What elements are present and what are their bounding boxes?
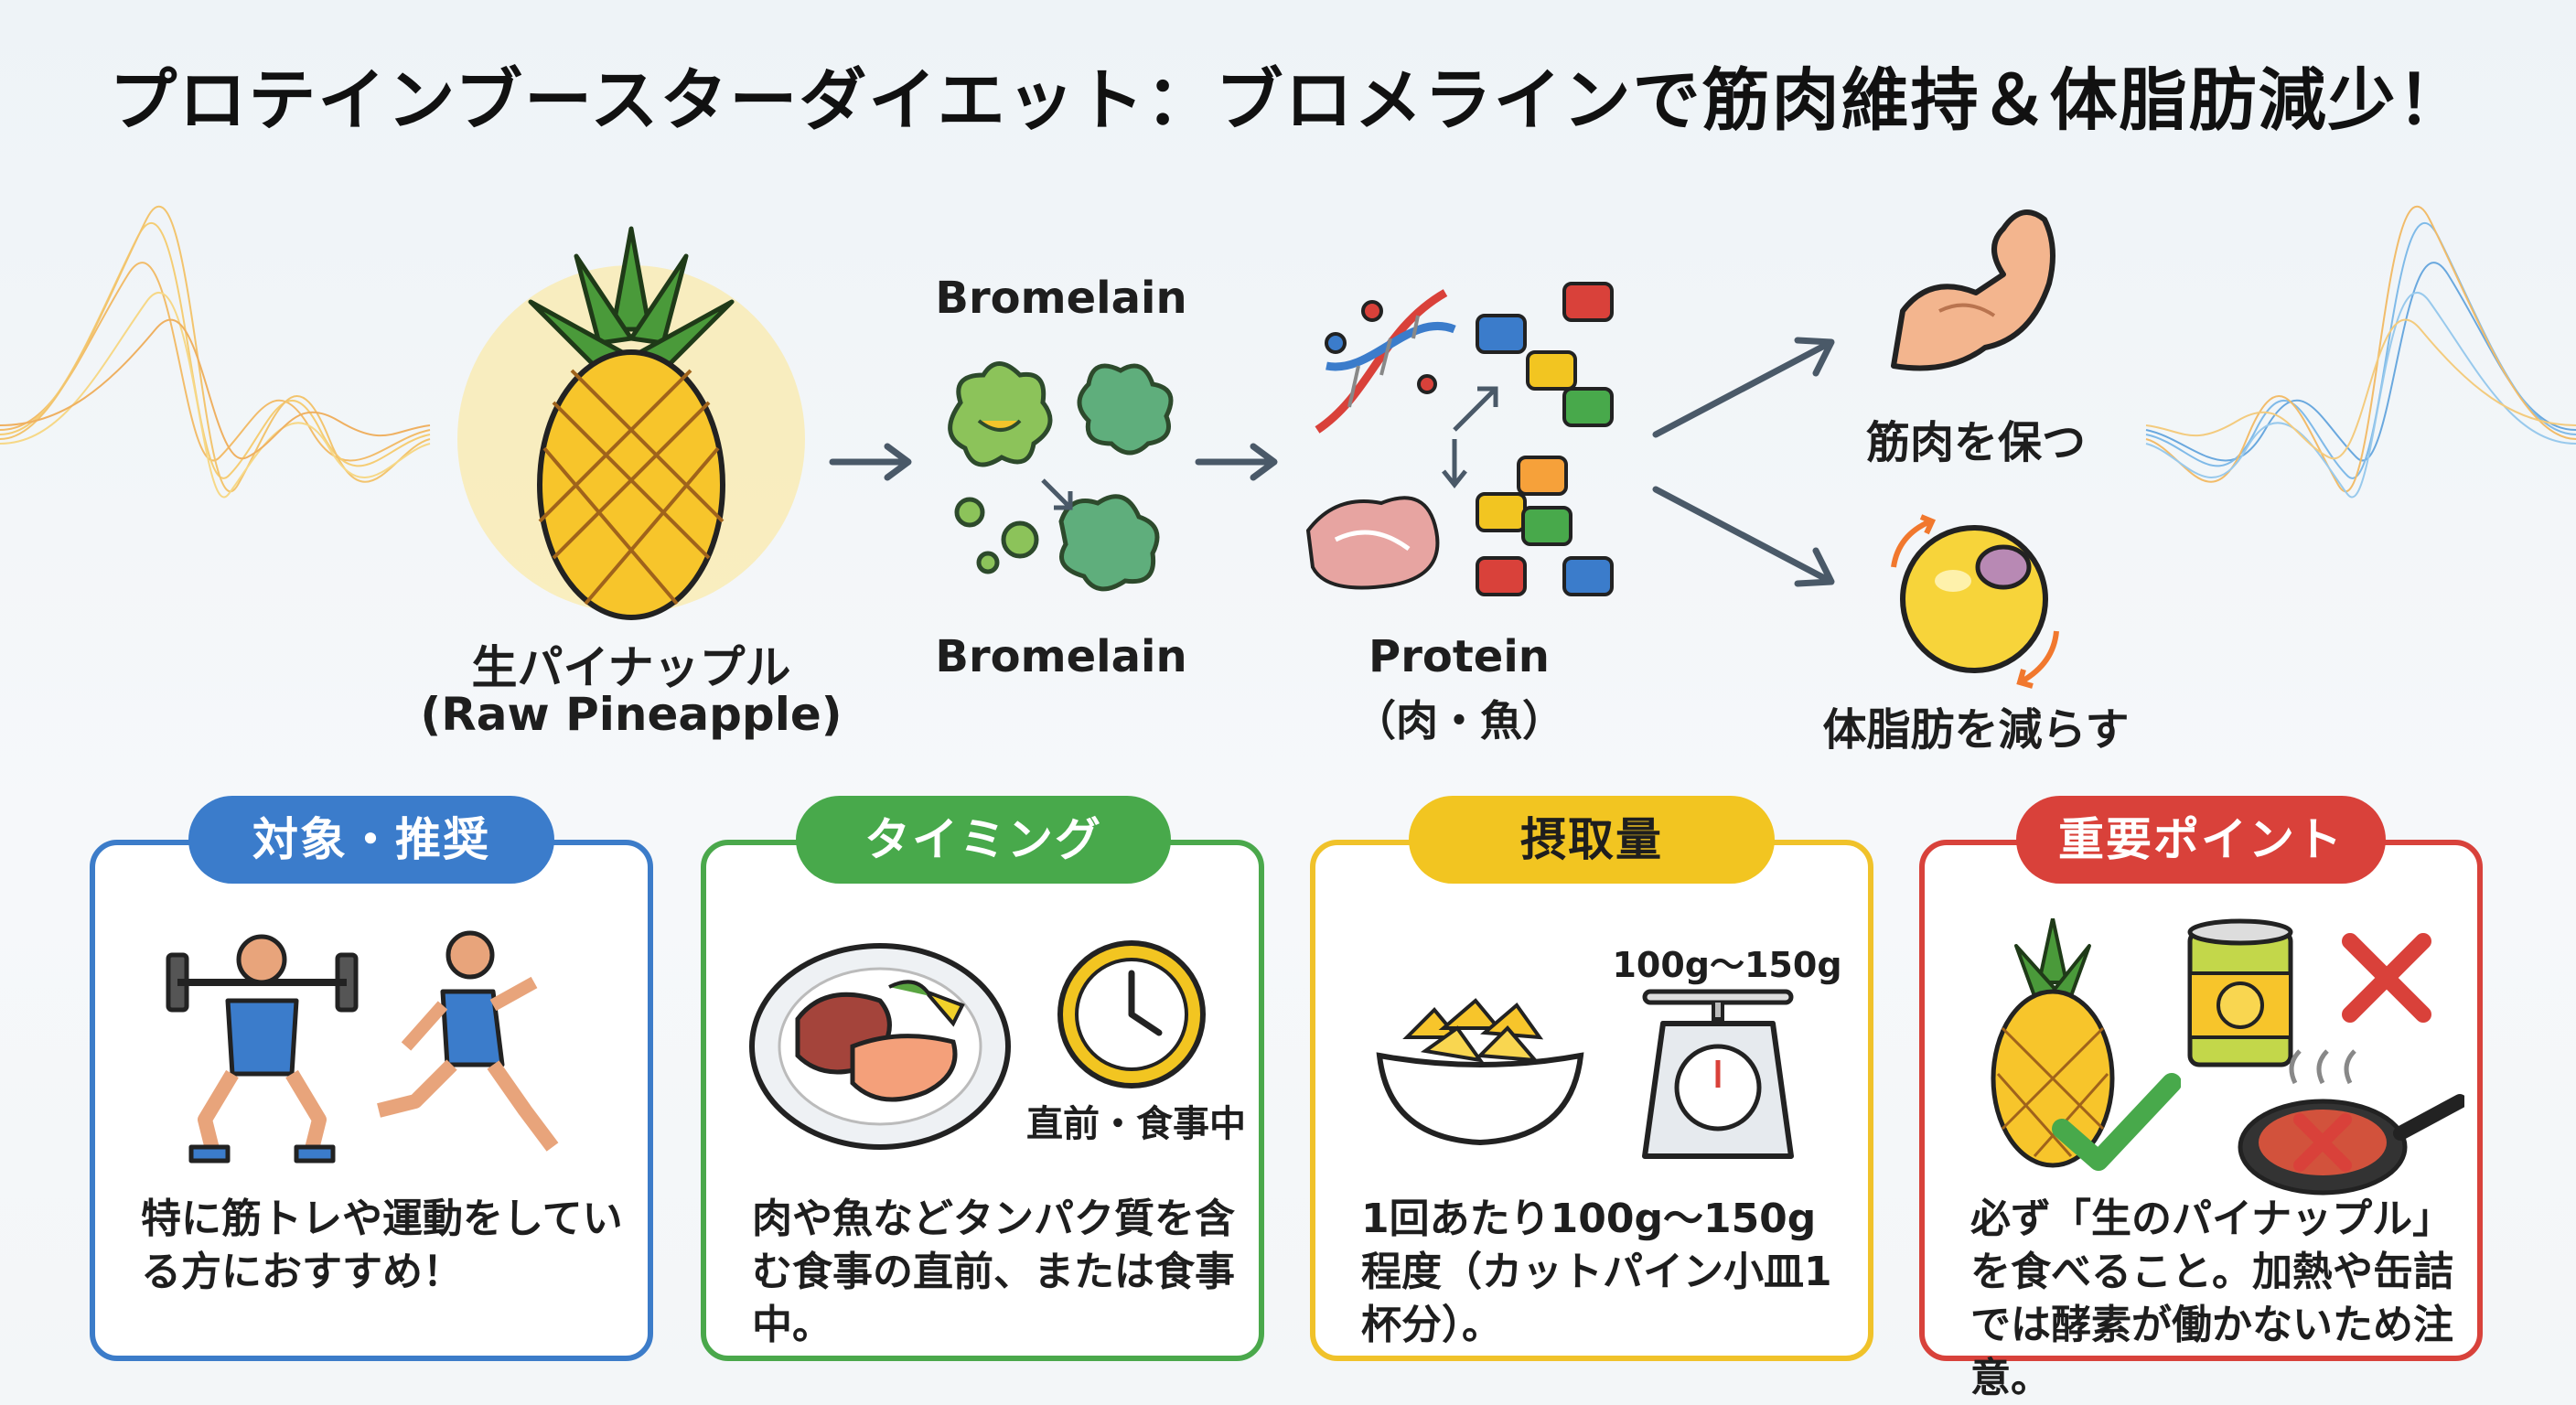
card-important-header: 重要ポイント — [2016, 796, 2386, 884]
protein-sub-label: （肉・魚） — [1354, 696, 1564, 745]
raw-pineapple-check-icon — [1991, 918, 2181, 1171]
card-important: 必ず「生のパイナップル」を食べること。加熱や缶詰では酵素が働かないため注意。 — [1919, 840, 2483, 1401]
page-title: プロテインブースターダイエット：ブロメラインで筋肉維持＆体脂肪減少！ — [109, 61, 2467, 140]
card-amount: 100g〜150g 1回あたり100g〜150g程度（カットパイン小皿1杯分）。 — [1310, 840, 1873, 1361]
frying-pan-icon — [2238, 1049, 2464, 1196]
clock-icon — [1057, 940, 1206, 1089]
scale-caption: 100g〜150g — [1612, 945, 1842, 985]
bromelain-enzyme-icon — [948, 361, 1174, 592]
arrow-up-right-icon — [1652, 337, 1835, 438]
bromelain-label-bottom: Bromelain — [935, 631, 1187, 682]
bromelain-label-top: Bromelain — [935, 273, 1187, 324]
arrow-right-icon — [829, 443, 912, 481]
kitchen-scale-icon — [1642, 989, 1794, 1159]
card-timing-text: 肉や魚などタンパク質を含む食事の直前、または食事中。 — [752, 1196, 1235, 1348]
card-amount-text: 1回あたり100g〜150g程度（カットパイン小皿1杯分）。 — [1361, 1196, 1832, 1348]
protein-label: Protein — [1368, 631, 1550, 682]
card-important-text: 必ず「生のパイナップル」を食べること。加熱や缶詰では酵素が働かないため注意。 — [1970, 1196, 2453, 1401]
protein-molecule-icon — [1305, 282, 1614, 596]
athletes-icon — [166, 930, 559, 1164]
flexed-arm-icon — [1891, 209, 2055, 371]
cross-icon — [2342, 933, 2431, 1023]
card-amount-header: 摂取量 — [1409, 796, 1775, 884]
card-timing-header: タイミング — [796, 796, 1171, 884]
arrow-down-right-icon — [1652, 486, 1835, 587]
fat-label: 体脂肪を減らす — [1822, 704, 2130, 756]
card-target-text: 特に筋トレや運動をしている方におすすめ！ — [141, 1196, 623, 1295]
pineapple-bowl-icon — [1376, 998, 1584, 1146]
card-timing: 直前・食事中 肉や魚などタンパク質を含む食事の直前、または食事中。 — [701, 840, 1264, 1361]
arrow-right-icon — [1195, 443, 1278, 481]
card-target: 特に筋トレや運動をしている方におすすめ！ — [90, 840, 653, 1361]
meal-plate-icon — [749, 943, 1011, 1150]
pineapple-label-jp: 生パイナップル — [471, 641, 791, 694]
canned-pineapple-icon — [2187, 918, 2293, 1067]
fat-cell-icon — [1891, 514, 2059, 689]
muscle-label: 筋肉を保つ — [1865, 417, 2086, 468]
pineapple-illustration — [457, 226, 805, 620]
card-target-header: 対象・推奨 — [188, 796, 554, 884]
clock-caption: 直前・食事中 — [1026, 1103, 1246, 1145]
pineapple-label-en: (Raw Pineapple) — [420, 688, 843, 741]
